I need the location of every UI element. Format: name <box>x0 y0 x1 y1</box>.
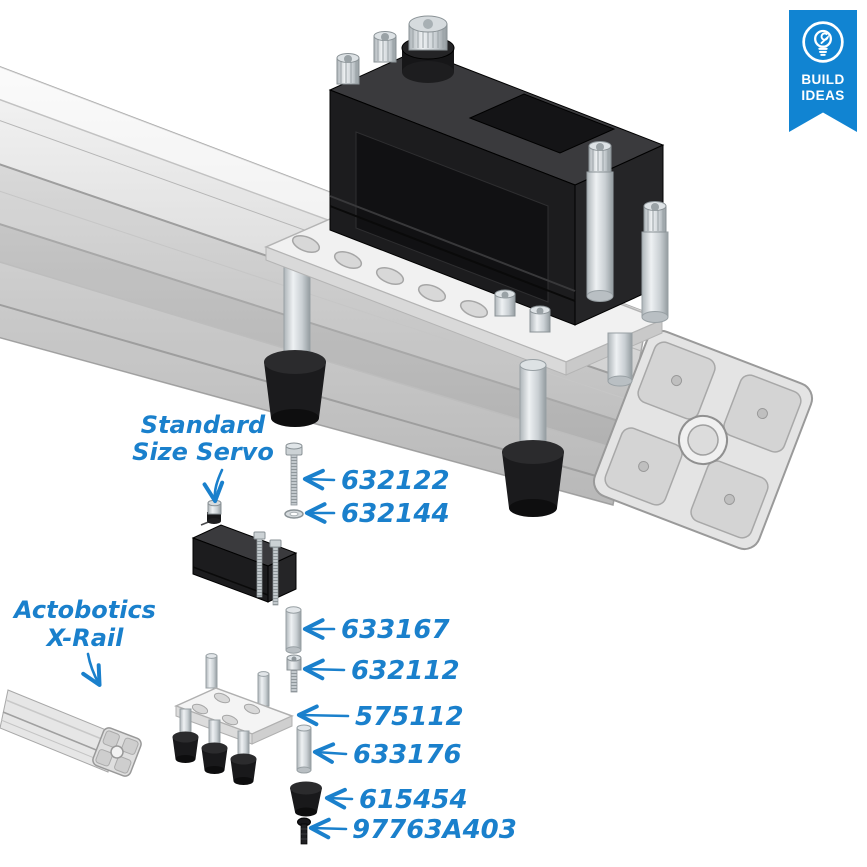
arrow-632122 <box>302 468 336 491</box>
arrow-633176 <box>312 742 348 764</box>
small-servo <box>191 499 298 606</box>
knurled-screw <box>494 289 516 317</box>
rail-callout-line2: X-Rail <box>45 624 125 652</box>
banner-line2: IDEAS <box>801 88 845 103</box>
exploded-view <box>0 442 322 845</box>
x-rail-sample <box>0 689 142 777</box>
part-575112-plate-assembly <box>172 653 294 785</box>
servo-callout-line1: Standard <box>141 411 266 439</box>
x-rail-end-face <box>592 329 814 551</box>
spacer-rear-right <box>586 141 614 302</box>
servo-callout-line2: Size Servo <box>132 438 274 466</box>
arrow-575112 <box>296 704 350 727</box>
banner-text: BUILD IDEAS <box>801 72 844 104</box>
part-632112-screw <box>286 654 302 693</box>
lightbulb-wrench-icon <box>800 19 846 69</box>
knurled-screw <box>373 31 397 63</box>
servo-output-shaft <box>401 15 455 83</box>
part-label-575112: 575112 <box>355 702 464 732</box>
servo-mount-assembly <box>264 15 669 517</box>
build-ideas-banner: BUILD IDEAS <box>789 10 857 132</box>
arrow-632112 <box>302 658 346 681</box>
standoff-front-right <box>519 359 547 451</box>
part-615454-rubber-foot <box>290 781 322 817</box>
knurled-screw <box>529 305 551 333</box>
knurled-screw <box>336 53 360 85</box>
banner-line1: BUILD <box>801 72 845 87</box>
rail-callout-line1: Actobotics <box>12 596 156 624</box>
arrow-97763A403 <box>308 817 348 840</box>
part-97763A403-screw <box>297 817 311 845</box>
arrow-actobotics-x-rail <box>81 652 102 687</box>
part-label-97763A403: 97763A403 <box>352 815 517 845</box>
standard-size-servo <box>328 15 665 326</box>
arrow-615454 <box>324 787 354 810</box>
part-label-615454: 615454 <box>359 785 468 815</box>
part-632144-washer <box>284 509 304 519</box>
part-label-633167: 633167 <box>341 615 450 645</box>
rubber-foot-front-right <box>502 440 564 517</box>
part-label-633176: 633176 <box>353 740 462 770</box>
part-633176-standoff <box>296 724 312 774</box>
part-label-632122: 632122 <box>341 466 450 496</box>
rubber-foot-left <box>264 350 326 427</box>
standoff-below-plate-right <box>607 332 633 387</box>
part-633167-spacer <box>285 606 302 654</box>
annotations <box>81 468 354 840</box>
part-label-632112: 632112 <box>351 656 460 686</box>
spacer-rear-right <box>641 201 669 323</box>
arrow-standard-size-servo <box>202 468 225 504</box>
part-632122-screw <box>285 442 303 506</box>
part-label-632144: 632144 <box>341 499 450 529</box>
